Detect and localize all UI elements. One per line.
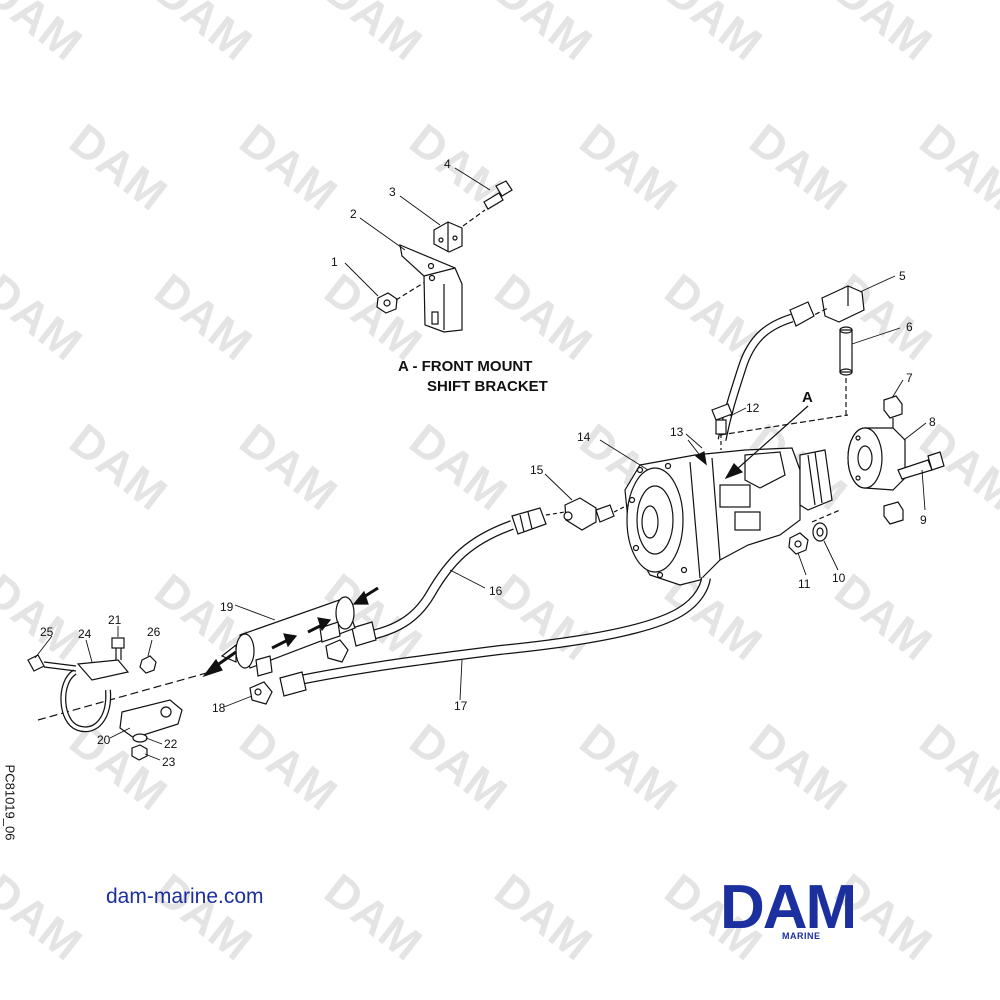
- part-4-bolt: [483, 180, 513, 210]
- part-25-bolt: [27, 654, 77, 672]
- detail-a-arrows: [687, 405, 809, 480]
- part-26-nut: [139, 655, 157, 674]
- callout-20: 20: [97, 733, 111, 747]
- callout-5: 5: [899, 269, 906, 283]
- part-24-clamp: [60, 659, 130, 733]
- callout-12: 12: [746, 401, 760, 415]
- part-7-square-nut: [883, 395, 903, 428]
- part-8-flange: [847, 427, 906, 491]
- part-5-fitting: [821, 285, 865, 323]
- part-21-screw: [111, 637, 125, 660]
- callout-11: 11: [798, 577, 811, 591]
- website-link[interactable]: dam-marine.com: [106, 885, 264, 908]
- flow-arrows: [202, 586, 379, 678]
- callout-10: 10: [832, 571, 846, 585]
- callout-17: 17: [454, 699, 468, 713]
- callout-24: 24: [78, 627, 92, 641]
- callout-6: 6: [906, 320, 913, 334]
- part-10-washer: [812, 522, 828, 542]
- callout-4: 4: [444, 157, 451, 171]
- part-12-sender: [711, 403, 733, 450]
- callout-23: 23: [162, 755, 176, 769]
- part-11-nut: [788, 532, 809, 555]
- part-22-washer: [132, 733, 148, 743]
- leader-lines: [34, 167, 927, 761]
- callout-26: 26: [147, 625, 161, 639]
- callout-22: 22: [164, 737, 178, 751]
- part-1-nut: [376, 292, 398, 314]
- callout-21: 21: [108, 613, 122, 627]
- logo-subtext: MARINE: [782, 931, 821, 941]
- part-9-bolt: [883, 451, 945, 525]
- callout-1: 1: [331, 255, 338, 269]
- callout-7: 7: [906, 371, 913, 385]
- part-6-tube: [839, 326, 853, 376]
- callout-25: 25: [40, 625, 54, 639]
- callout-19: 19: [220, 600, 234, 614]
- logo-text: DAM: [720, 876, 855, 936]
- part-14-housing: [624, 447, 833, 586]
- part-15-tee-fitting: [563, 497, 615, 531]
- part-2-bracket: [399, 244, 463, 333]
- detail-marker: A: [802, 389, 813, 406]
- drawing-code: PC81019_06: [2, 764, 18, 841]
- part-19-oil-cooler: [220, 596, 356, 677]
- callout-13: 13: [670, 425, 684, 439]
- part-20-bracket: [119, 699, 183, 739]
- callout-8: 8: [929, 415, 936, 429]
- part-23-nut: [131, 744, 148, 761]
- part-3-clip: [433, 221, 463, 253]
- callout-2: 2: [350, 207, 357, 221]
- callout-18: 18: [212, 701, 226, 715]
- section-title-line-2: SHIFT BRACKET: [427, 378, 548, 395]
- callout-labels: 1 2 3 4 5 6 7 8 9 10 11 12 13 14 15 16 1…: [40, 157, 936, 769]
- part-18-elbow-fitting: [249, 639, 349, 705]
- callout-14: 14: [577, 430, 591, 444]
- callout-16: 16: [489, 584, 503, 598]
- callout-9: 9: [920, 513, 927, 527]
- dam-marine-logo: DAM: [720, 876, 857, 936]
- callout-3: 3: [389, 185, 396, 199]
- callout-15: 15: [530, 463, 544, 477]
- section-title-line-1: A - FRONT MOUNT: [398, 358, 533, 375]
